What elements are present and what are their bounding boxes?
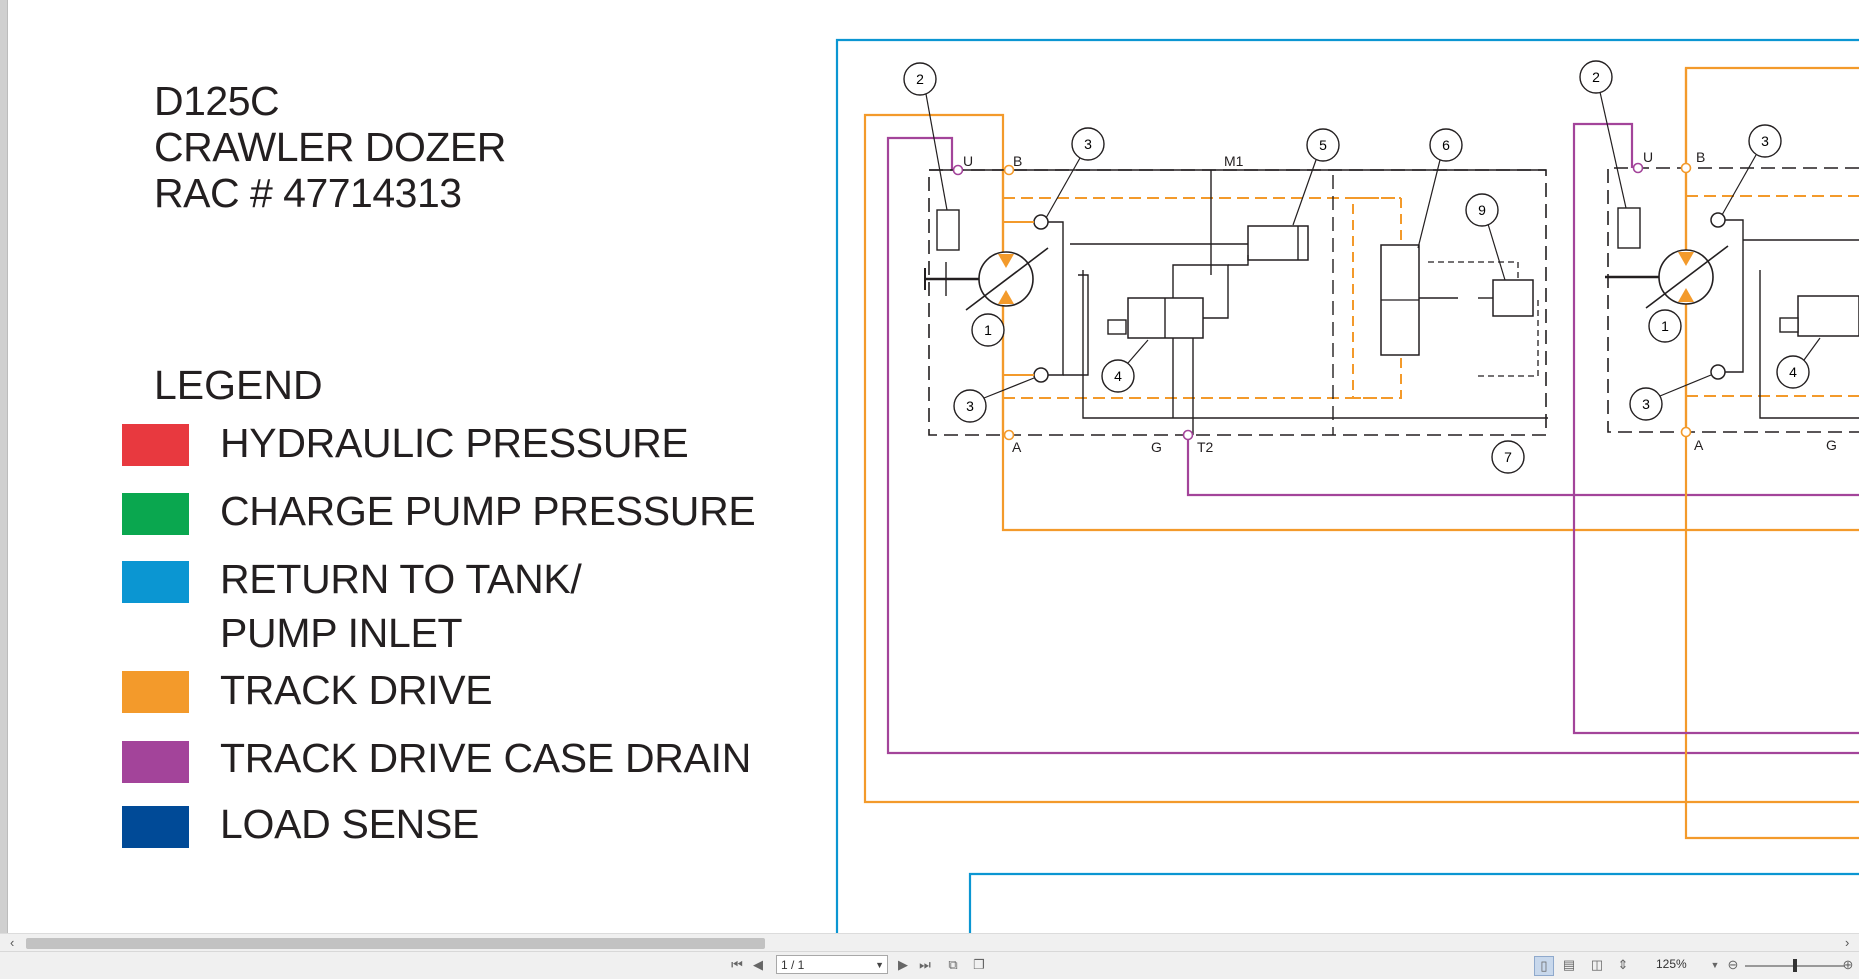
callout-5-left: 5: [1292, 128, 1340, 226]
svg-text:3: 3: [1761, 133, 1769, 149]
servo-cylinder-left: [1247, 225, 1309, 261]
control-valve-right: [1797, 295, 1859, 337]
zoom-in-icon[interactable]: ⊕: [1842, 957, 1854, 972]
callout-4-right: 4: [1776, 337, 1821, 389]
swatch-load-sense: [122, 806, 189, 848]
callout-3-left-top: 3: [1045, 127, 1105, 219]
speed-sensor-left: [936, 209, 960, 251]
callout-3-right-bottom: 3: [1629, 374, 1712, 421]
svg-text:4: 4: [1114, 368, 1122, 384]
callout-6-left: 6: [1417, 128, 1463, 249]
callout-1-right: 1: [1648, 309, 1682, 343]
single-page-icon[interactable]: ▯: [1534, 956, 1554, 976]
legend-return-to-tank: RETURN TO TANK/: [220, 556, 582, 602]
viewer-left-edge: [0, 0, 8, 933]
legend-title: LEGEND: [154, 362, 323, 408]
svg-text:7: 7: [1504, 449, 1512, 465]
horizontal-scrollbar[interactable]: ‹ ›: [0, 933, 1859, 952]
port-label-g: G: [1151, 439, 1162, 455]
swatch-hydraulic-pressure: [122, 424, 189, 466]
track-drive-line-right: [1684, 66, 1859, 840]
case-drain-line-t2: [1186, 435, 1859, 497]
zoom-slider-knob[interactable]: [1793, 959, 1797, 972]
legend-track-drive-case-drain: TRACK DRIVE CASE DRAIN: [220, 735, 752, 781]
scrollbar-thumb[interactable]: [26, 938, 765, 949]
port-label-u-right: U: [1643, 149, 1653, 165]
callout-1-left: 1: [971, 313, 1005, 347]
zoom-dropdown-icon[interactable]: ▼: [1710, 960, 1720, 970]
callout-4-left: 4: [1101, 339, 1149, 393]
scroll-right-icon[interactable]: ›: [1845, 935, 1850, 950]
swatch-track-drive-case-drain: [122, 741, 189, 783]
port-label-u: U: [963, 153, 973, 169]
copy-page-icon[interactable]: ⧉: [948, 957, 958, 972]
svg-text:9: 9: [1478, 202, 1486, 218]
page-dropdown-icon[interactable]: ▼: [875, 960, 884, 970]
title-model: D125C: [154, 78, 280, 124]
callout-9-left: 9: [1465, 193, 1506, 281]
svg-text:2: 2: [1592, 69, 1600, 85]
callout-7-left: 7: [1491, 440, 1525, 474]
last-page-icon[interactable]: ⏭: [919, 957, 931, 972]
legend-charge-pump-pressure: CHARGE PUMP PRESSURE: [220, 488, 756, 534]
fit-icon[interactable]: ⇕: [1617, 957, 1629, 972]
port-label-a-right: A: [1694, 437, 1704, 453]
port-label-m1: M1: [1224, 153, 1244, 169]
callout-2-left: 2: [903, 62, 948, 211]
svg-text:1: 1: [1661, 318, 1669, 334]
viewer-statusbar: ⏮ ◀ 1 / 1 ▼ ▶ ⏭ ⧉ ❐ ▯ ▤ ◫ ⇕ 125% ▼ ⊖ ⊕: [0, 951, 1859, 979]
title-machine: CRAWLER DOZER: [154, 124, 506, 170]
swatch-track-drive: [122, 671, 189, 713]
prev-page-icon[interactable]: ◀: [753, 957, 763, 972]
svg-text:3: 3: [966, 398, 974, 414]
svg-text:3: 3: [1642, 396, 1650, 412]
two-page-icon[interactable]: ◫: [1590, 957, 1604, 972]
case-drain-line-u: [886, 136, 1859, 755]
continuous-icon[interactable]: ▤: [1562, 957, 1576, 972]
first-page-icon[interactable]: ⏮: [731, 957, 743, 972]
extract-page-icon[interactable]: ❐: [973, 957, 985, 972]
pdf-page: D125C CRAWLER DOZER RAC # 47714313 LEGEN…: [8, 0, 1859, 933]
zoom-out-icon[interactable]: ⊖: [1727, 957, 1739, 972]
lower-sheet-border: [968, 872, 1859, 933]
port-label-b: B: [1013, 153, 1022, 169]
callout-3-left-bottom: 3: [953, 377, 1035, 423]
sheet-border: [835, 38, 1859, 933]
relief-valve-left: [1492, 279, 1534, 317]
svg-text:4: 4: [1789, 364, 1797, 380]
next-page-icon[interactable]: ▶: [898, 957, 908, 972]
swatch-return-to-tank: [122, 561, 189, 603]
zoom-level[interactable]: 125%: [1656, 957, 1687, 971]
callout-2-right: 2: [1579, 60, 1627, 209]
page-number-field[interactable]: 1 / 1 ▼: [776, 955, 888, 974]
title-rac: RAC # 47714313: [154, 170, 462, 216]
port-label-b-right: B: [1696, 149, 1705, 165]
port-label-t2: T2: [1197, 439, 1214, 455]
svg-text:6: 6: [1442, 137, 1450, 153]
svg-text:1: 1: [984, 322, 992, 338]
legend-track-drive: TRACK DRIVE: [220, 667, 493, 713]
scroll-left-icon[interactable]: ‹: [10, 935, 15, 950]
svg-text:3: 3: [1084, 136, 1092, 152]
svg-text:2: 2: [916, 71, 924, 87]
legend-pump-inlet: PUMP INLET: [220, 610, 463, 656]
svg-text:5: 5: [1319, 137, 1327, 153]
hydraulic-schematic: U B M1 A G T2 2 3 5 6 9: [835, 38, 1859, 933]
track-drive-line-b: [863, 113, 1859, 804]
legend-hydraulic-pressure: HYDRAULIC PRESSURE: [220, 420, 689, 466]
swatch-charge-pump-pressure: [122, 493, 189, 535]
case-drain-line-right: [1572, 122, 1859, 735]
legend-load-sense: LOAD SENSE: [220, 801, 480, 847]
pump-housing-right: [1607, 167, 1859, 433]
page-indicator: 1 / 1: [781, 958, 805, 972]
callout-3-right-top: 3: [1721, 124, 1782, 216]
port-label-a: A: [1012, 439, 1022, 455]
pump-housing-left: [928, 169, 1547, 436]
port-label-g-right: G: [1826, 437, 1837, 453]
